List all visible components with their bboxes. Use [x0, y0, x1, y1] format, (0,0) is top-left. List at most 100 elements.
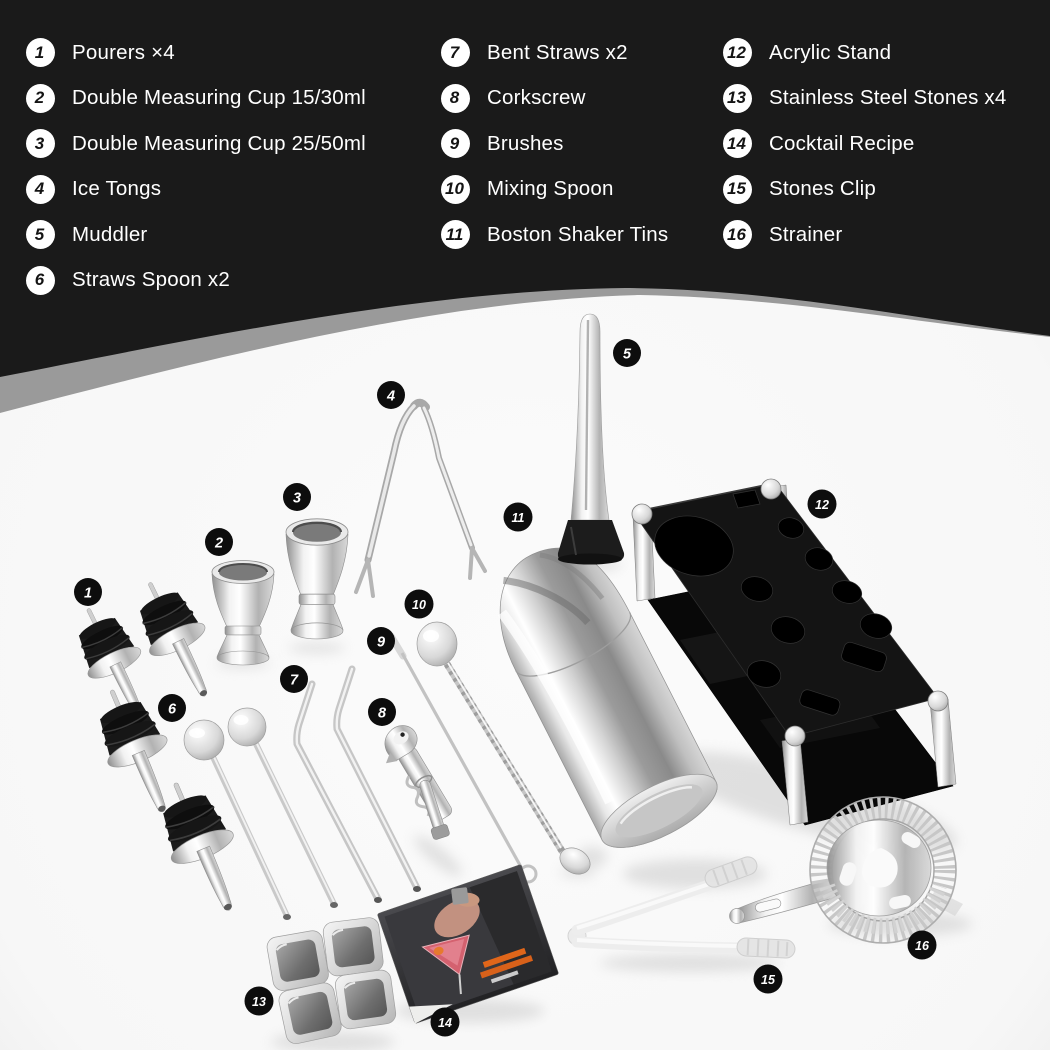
- legend-item-label: Straws Spoon x2: [72, 268, 230, 291]
- legend-item-label: Brushes: [487, 131, 564, 155]
- legend-number: 10: [445, 179, 464, 198]
- legend-number-badge: 5: [26, 220, 55, 249]
- photo-badge-4: 4: [377, 381, 405, 409]
- legend-item-label: Corkscrew: [487, 86, 586, 109]
- boston-shaker-photo: [497, 547, 718, 848]
- legend-item-8: 8 Corkscrew: [441, 83, 668, 113]
- photo-badge-15: 15: [753, 964, 783, 994]
- stones-clip-photo: [567, 856, 796, 959]
- legend-item-label: Acrylic Stand: [769, 40, 892, 64]
- legend-item-label: Pourers ×4: [72, 40, 175, 64]
- photo-badge-12: 12: [807, 489, 837, 519]
- muddler-photo: [557, 313, 625, 565]
- cocktail-recipe-photo: [377, 864, 559, 1024]
- legend-number: 14: [727, 133, 746, 153]
- strainer-photo: [729, 796, 963, 944]
- svg-text:10: 10: [412, 598, 426, 612]
- legend-number-badge: 3: [26, 129, 55, 158]
- svg-text:14: 14: [438, 1016, 452, 1030]
- legend-item-label: Boston Shaker Tins: [487, 222, 669, 246]
- legend-number: 7: [449, 42, 460, 62]
- svg-text:4: 4: [386, 389, 395, 405]
- photo-badge-3: 3: [283, 483, 311, 511]
- legend-item-16: 16 Strainer: [723, 220, 1006, 249]
- photo-badge-1: 1: [74, 578, 102, 606]
- svg-text:1: 1: [84, 586, 92, 602]
- legend-number: 9: [449, 133, 460, 153]
- legend-number-badge: 1: [26, 38, 55, 67]
- photo-badge-14: 14: [430, 1007, 460, 1037]
- legend-number-badge: 15: [723, 174, 752, 204]
- legend-number: 11: [445, 224, 464, 244]
- photo-badge-8: 8: [368, 698, 396, 726]
- acrylic-stand-photo: [631, 478, 957, 826]
- legend-number-badge: 8: [441, 83, 470, 113]
- photo-callout-badges: 1 2 3 4 5 6 7 8 9 10 11 12 13 14 15 16: [74, 339, 937, 1037]
- straw-spoons-photo: [183, 707, 338, 920]
- stand-screws: [631, 478, 949, 747]
- legend-number-badge: 6: [26, 265, 55, 295]
- legend-item-3: 3 Double Measuring Cup 25/50ml: [26, 129, 366, 158]
- svg-text:15: 15: [761, 973, 776, 987]
- photo-badge-6: 6: [158, 694, 186, 722]
- legend-column-1: 1 Pourers ×4 2 Double Measuring Cup 15/30m…: [26, 38, 366, 295]
- header-wave-black: [0, 0, 1050, 377]
- svg-text:2: 2: [214, 536, 223, 552]
- svg-text:6: 6: [168, 702, 177, 718]
- legend-item-label: Double Measuring Cup 15/30ml: [72, 86, 366, 109]
- svg-text:5: 5: [623, 347, 632, 363]
- measuring-cup-large-photo: [284, 517, 350, 641]
- legend-number: 12: [727, 42, 746, 62]
- legend-item-14: 14 Cocktail Recipe: [723, 129, 1006, 158]
- legend-item-5: 5 Muddler: [26, 220, 366, 249]
- legend-item-2: 2 Double Measuring Cup 15/30ml: [26, 83, 366, 113]
- photo-badge-10: 10: [404, 589, 434, 619]
- legend-number-badge: 13: [723, 83, 752, 113]
- legend-number: 2: [34, 88, 45, 107]
- legend-item-label: Ice Tongs: [72, 177, 162, 200]
- svg-text:7: 7: [290, 673, 299, 689]
- legend-number: 4: [34, 179, 45, 198]
- legend-item-6: 6 Straws Spoon x2: [26, 265, 366, 295]
- mixing-spoon-photo: [416, 621, 591, 875]
- legend-item-13: 13 Stainless Steel Stones x4: [723, 83, 1007, 113]
- svg-text:16: 16: [915, 939, 930, 953]
- svg-text:8: 8: [378, 706, 387, 722]
- photo-badge-9: 9: [367, 627, 395, 655]
- legend-number-badge: 14: [723, 129, 752, 158]
- ice-tongs-photo: [354, 398, 487, 598]
- legend-item-label: Stainless Steel Stones x4: [769, 86, 1007, 109]
- legend-number: 13: [727, 88, 746, 107]
- legend-item-4: 4 Ice Tongs: [26, 174, 366, 204]
- legend-number-badge: 11: [441, 220, 470, 249]
- legend-item-label: Muddler: [72, 222, 148, 246]
- legend-item-label: Bent Straws x2: [487, 40, 628, 64]
- legend-number: 5: [34, 224, 45, 244]
- svg-text:3: 3: [293, 491, 301, 507]
- svg-text:11: 11: [512, 511, 525, 525]
- legend-number-badge: 16: [723, 220, 752, 249]
- legend-item-label: Double Measuring Cup 25/50ml: [72, 131, 366, 155]
- legend-column-3: 12 Acrylic Stand 13 Stainless Steel Stones…: [723, 38, 1006, 249]
- photo-badge-16: 16: [907, 930, 937, 960]
- legend-item-9: 9 Brushes: [441, 129, 668, 158]
- legend-number: 1: [34, 42, 45, 62]
- legend-number-badge: 7: [441, 38, 470, 67]
- legend-item-1: 1 Pourers ×4: [26, 38, 366, 67]
- photo-badge-11: 11: [503, 502, 533, 532]
- legend-item-12: 12 Acrylic Stand: [723, 38, 1006, 67]
- legend-number: 8: [449, 88, 460, 107]
- legend-item-label: Cocktail Recipe: [769, 131, 915, 155]
- photo-badge-7: 7: [280, 665, 308, 693]
- legend-item-11: 11 Boston Shaker Tins: [441, 220, 668, 249]
- legend-number: 3: [34, 133, 45, 153]
- legend-number: 6: [34, 270, 45, 289]
- legend-number: 16: [727, 224, 746, 244]
- legend-item-7: 7 Bent Straws x2: [441, 38, 668, 67]
- legend-item-label: Strainer: [769, 222, 843, 246]
